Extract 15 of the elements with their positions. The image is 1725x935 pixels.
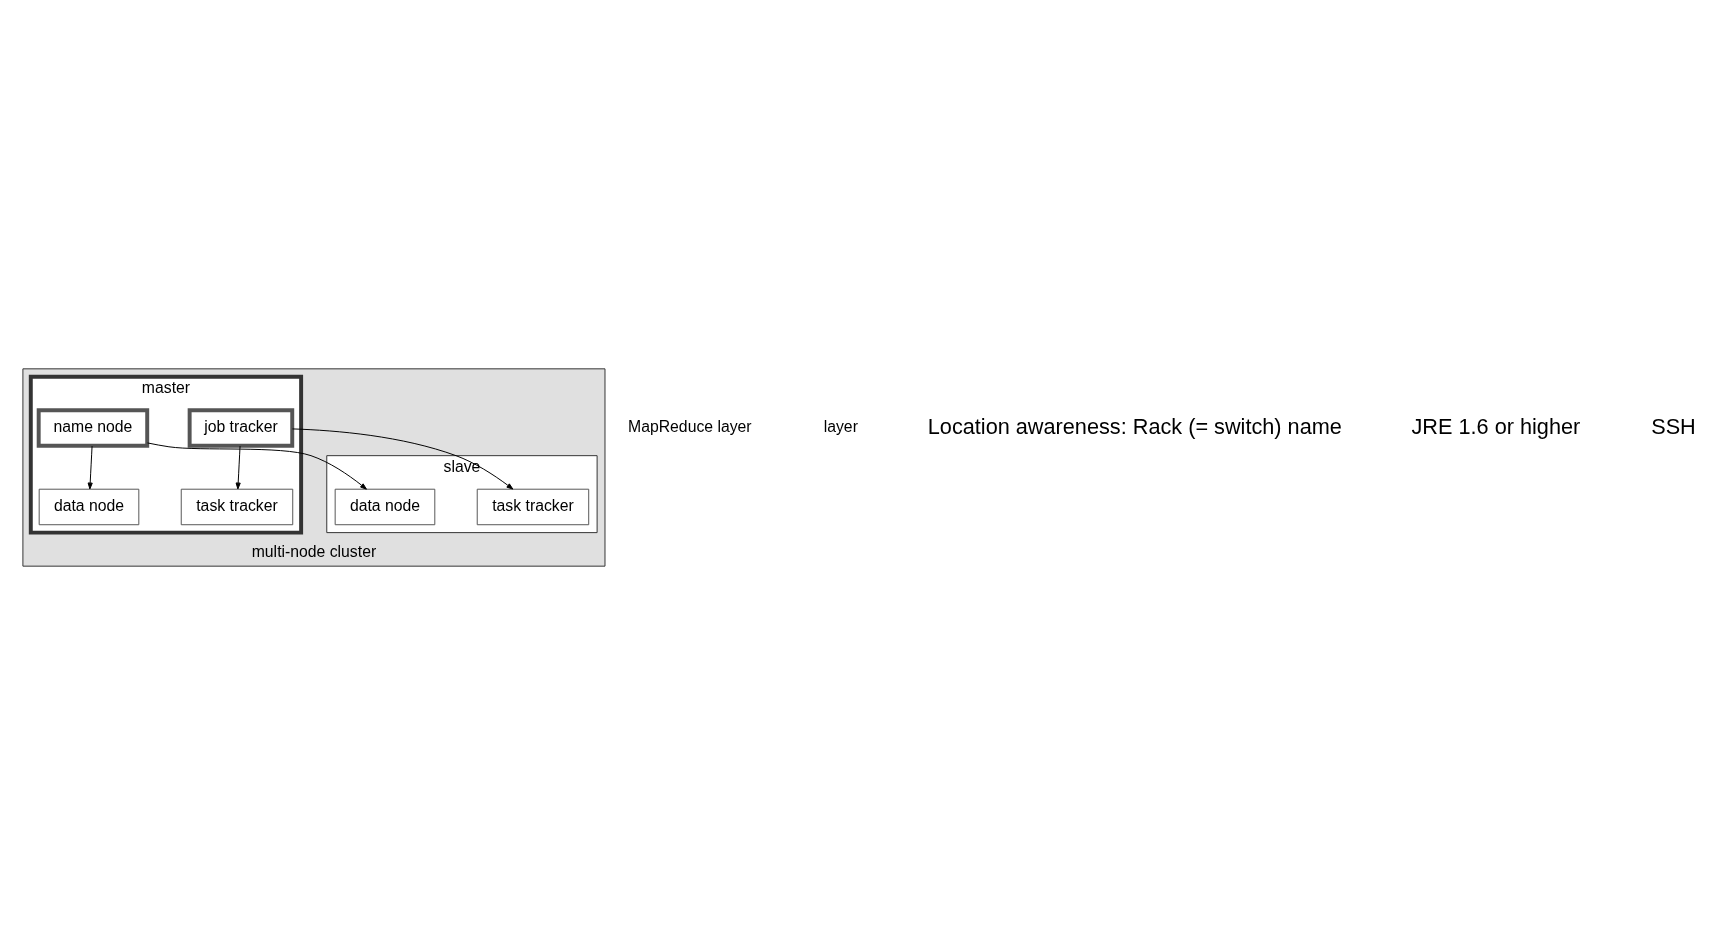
node-box: task tracker (476, 488, 590, 526)
node-box: task tracker (180, 488, 294, 526)
label: JRE 1.6 or higher (1411, 413, 1581, 439)
node-box: name node (36, 408, 150, 448)
node-box: job tracker (187, 408, 295, 448)
arrow (291, 428, 514, 490)
label: Location awareness: Rack (= switch) name (927, 413, 1342, 439)
arrow (147, 442, 367, 490)
node-box: data node (334, 488, 436, 526)
node-box: data node (38, 488, 140, 526)
label: MapReduce layer (628, 417, 752, 435)
arrow (87, 445, 93, 490)
label: layer (823, 417, 858, 435)
arrow (235, 445, 241, 490)
label: SSH (1651, 413, 1696, 439)
